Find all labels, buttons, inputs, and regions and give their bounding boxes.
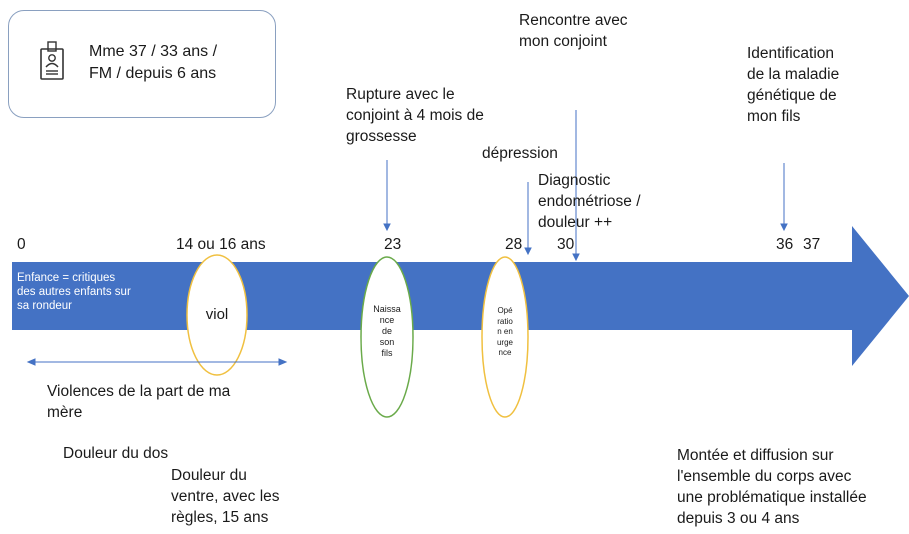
arrow-text-enfance: Enfance = critiques des autres enfants s…: [17, 272, 131, 312]
note-violences: Violences de la part de ma mère: [47, 383, 231, 421]
ellipse-birth-label: Naissa nce de son fils: [373, 304, 401, 358]
ellipse-operation-label: Opé ratio n en urge nce: [496, 306, 513, 357]
profile-card: Mme 37 / 33 ans / FM / depuis 6 ans: [8, 10, 276, 118]
ellipse-viol: [186, 254, 248, 376]
timeline-arrow: [12, 226, 909, 366]
event-depression: dépression: [482, 145, 558, 162]
event-rencontre: Rencontre avec mon conjoint: [519, 12, 628, 50]
id-badge-icon: [40, 41, 64, 80]
note-douleur-dos: Douleur du dos: [63, 445, 169, 462]
tick-14: 14 ou 16 ans: [176, 236, 266, 253]
event-identification: Identification de la maladie génétique d…: [747, 45, 840, 125]
tick-36: 36: [776, 236, 794, 253]
profile-text: Mme 37 / 33 ans / FM / depuis 6 ans: [89, 43, 218, 82]
tick-37: 37: [803, 236, 821, 253]
event-rupture: Rupture avec le conjoint à 4 mois de gro…: [346, 86, 484, 145]
ellipse-birth: [360, 256, 414, 418]
tick-0: 0: [17, 236, 26, 253]
event-diagnostic: Diagnostic endométriose / douleur ++: [538, 172, 641, 231]
note-montee: Montée et diffusion sur l'ensemble du co…: [677, 447, 867, 527]
tick-30: 30: [557, 236, 575, 253]
ellipse-viol-label: viol: [205, 306, 229, 323]
ellipse-operation: [481, 256, 529, 418]
note-douleur-ventre: Douleur du ventre, avec les règles, 15 a…: [171, 467, 280, 526]
tick-23: 23: [384, 236, 402, 253]
tick-28: 28: [505, 236, 523, 253]
